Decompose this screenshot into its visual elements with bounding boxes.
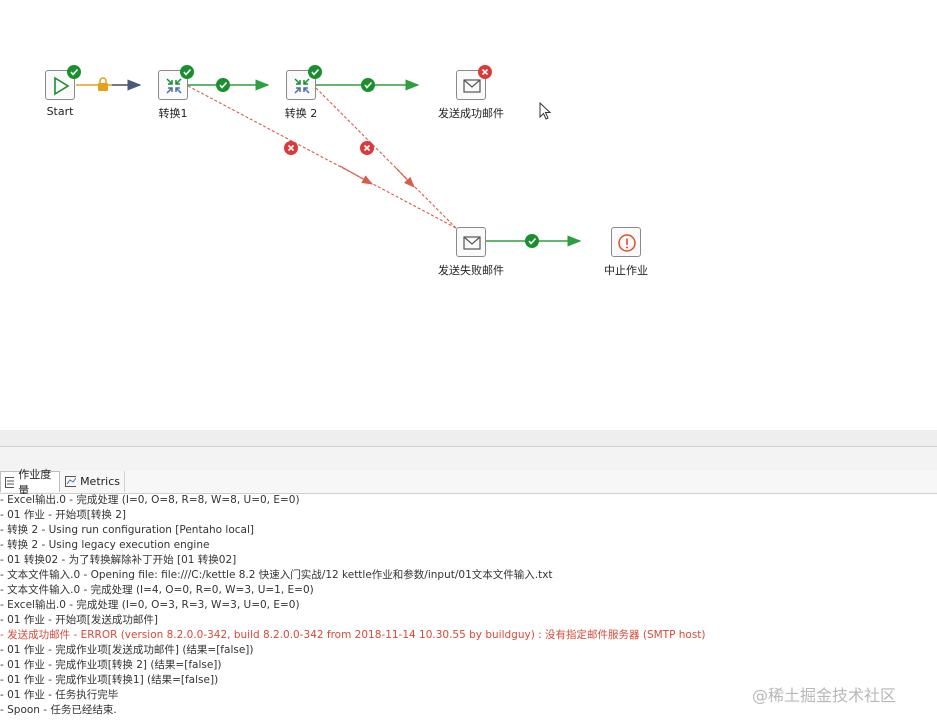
start-play-icon	[54, 76, 70, 96]
send-failure-mail-label: 发送失败邮件	[438, 264, 504, 277]
mouse-cursor-icon	[539, 102, 552, 120]
lock-icon	[98, 77, 108, 91]
hop-trans1-mail-fail[interactable]	[187, 85, 457, 229]
hop-success-icon	[216, 78, 230, 92]
hop-failure-icon	[284, 141, 298, 155]
log-line: - Spoon - 任务已经结束.	[0, 704, 117, 716]
transformation-1-node[interactable]	[158, 70, 188, 100]
log-line: - 转换 2 - Using run configuration [Pentah…	[0, 524, 254, 536]
log-line: - 01 转换02 - 为了转换解除补丁开始 [01 转换02]	[0, 554, 237, 566]
log-line: - Excel输出.0 - 完成处理 (I=0, O=3, R=3, W=3, …	[0, 599, 300, 611]
transformation-icon	[166, 78, 182, 94]
tab-job-metrics[interactable]: 作业度量	[0, 468, 60, 497]
tab-job-metrics-label: 作业度量	[18, 468, 52, 497]
canvas-scroll-area	[0, 430, 937, 447]
success-badge-icon	[180, 64, 194, 79]
watermark: @稀土掘金技术社区	[752, 686, 897, 705]
success-badge-icon	[308, 64, 322, 79]
mail-icon	[463, 79, 481, 93]
log-line: - Excel输出.0 - 完成处理 (I=0, O=8, R=8, W=8, …	[0, 494, 300, 506]
hop-trans2-mail-fail[interactable]	[315, 87, 457, 229]
log-line: - 01 作业 - 任务执行完毕	[0, 689, 119, 701]
log-line: - 01 作业 - 完成作业项[转换 2] (结果=[false])	[0, 659, 222, 671]
hops-layer	[76, 77, 582, 248]
log-line: - 转换 2 - Using legacy execution engine	[0, 539, 210, 551]
job-metrics-icon	[5, 476, 15, 488]
transformation-1-label: 转换1	[158, 107, 188, 120]
job-canvas[interactable]: Start 转换1 转换 2 发送成功邮件	[0, 0, 937, 430]
hop-success-icon	[525, 234, 539, 248]
hop-success-icon	[361, 78, 375, 92]
hop-failure-icon	[360, 141, 374, 155]
transformation-2-label: 转换 2	[284, 107, 318, 120]
tab-metrics-label: Metrics	[80, 475, 120, 488]
tab-metrics[interactable]: Metrics	[61, 471, 125, 492]
abort-job-node[interactable]	[611, 227, 641, 257]
abort-icon	[618, 234, 636, 252]
log-line: - 01 作业 - 完成作业项[转换1] (结果=[false])	[0, 674, 219, 686]
error-badge-icon	[478, 64, 492, 79]
execution-log[interactable]: - Excel输出.0 - 完成处理 (I=0, O=8, R=8, W=8, …	[0, 494, 937, 724]
success-badge-icon	[67, 64, 81, 79]
metrics-icon	[65, 476, 77, 487]
log-line: - 文本文件输入.0 - Opening file: file:///C:/ke…	[0, 569, 553, 581]
log-line: - 01 作业 - 开始项[转换 2]	[0, 509, 126, 521]
start-node-label: Start	[46, 105, 74, 118]
log-line: - 01 作业 - 完成作业项[发送成功邮件] (结果=[false])	[0, 644, 254, 656]
transformation-icon	[294, 78, 310, 94]
send-success-mail-label: 发送成功邮件	[438, 107, 504, 120]
execution-results-tabbar: 作业度量 Metrics	[0, 468, 937, 497]
log-line: - 01 作业 - 开始项[发送成功邮件]	[0, 614, 158, 626]
log-line-error: - 发送成功邮件 - ERROR (version 8.2.0.0-342, b…	[0, 629, 706, 641]
mail-icon	[463, 236, 481, 250]
abort-job-label: 中止作业	[604, 264, 648, 277]
log-line: - 文本文件输入.0 - 完成处理 (I=4, O=0, R=0, W=3, U…	[0, 584, 314, 596]
panel-toolbar	[0, 447, 937, 472]
send-failure-mail-node[interactable]	[456, 227, 486, 257]
